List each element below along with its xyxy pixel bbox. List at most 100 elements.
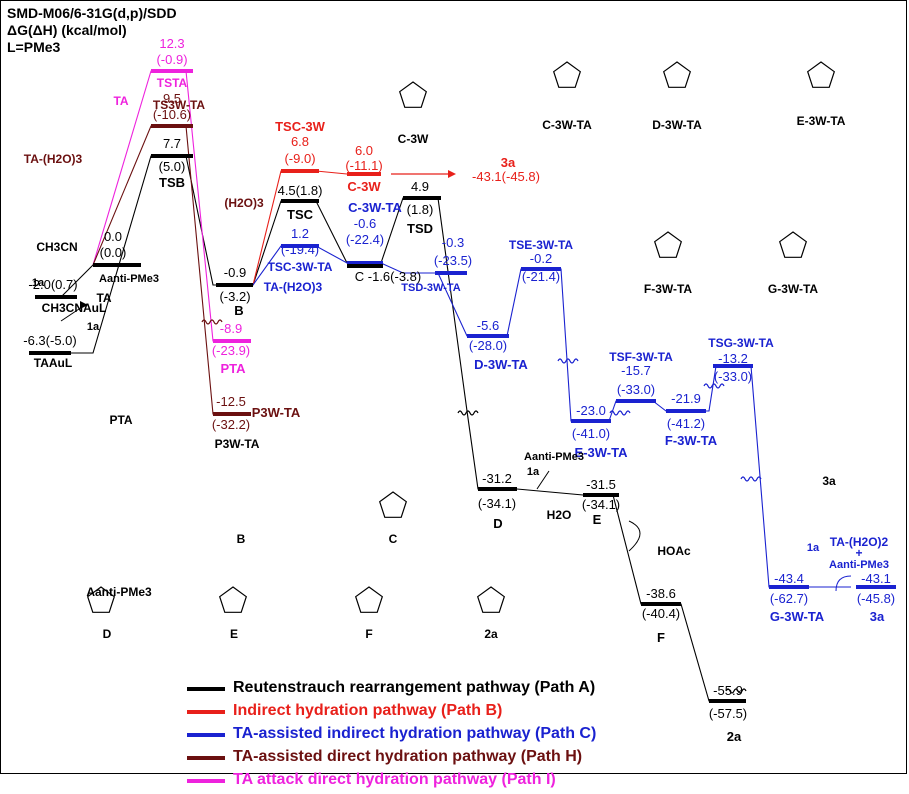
label-ts-g-3w-ta-dg: -13.2 [718, 351, 748, 366]
label-ts-ta-dg: 12.3 [159, 36, 184, 51]
legend-swatch-path-a [187, 687, 225, 691]
label-c-3w-ta-dg: -0.6 [354, 216, 376, 231]
annot-h2o3: (H2O)3 [224, 196, 264, 210]
label-c-energy: C -1.6(-3.8) [355, 269, 421, 284]
energy-label: ΔG(ΔH) (kcal/mol) [7, 22, 127, 38]
label-ts-e-3w-ta-dg: -0.2 [530, 251, 552, 266]
name-2a: 2a [727, 729, 742, 744]
annot-1a-lower: 1a [87, 321, 100, 333]
name-f-3w-ta: F-3W-TA [665, 433, 718, 448]
label-ts-c-3w-dh: (-9.0) [284, 151, 315, 166]
arrow-curve-1a [536, 470, 550, 490]
annot-ta-magenta: TA [113, 94, 128, 108]
structure-label-14: F [365, 627, 372, 641]
structure-ring-9 [354, 586, 384, 613]
structure-ring-5 [778, 231, 808, 258]
annot-1a-black: 1a [527, 466, 540, 478]
annot-ta-h2o3: TA-(H2O)3 [24, 152, 83, 166]
annot-ch3cn: CH3CN [36, 240, 77, 254]
legend-label-path-a: Reutenstrauch rearrangement pathway (Pat… [233, 679, 596, 696]
label-p-ta-dg: -8.9 [220, 321, 242, 336]
structure-label-8: Aanti-PMe3 [86, 585, 152, 599]
name-ts-g-3w-ta: TSG-3W-TA [708, 336, 774, 350]
label-3a-end-dg: -43.1 [861, 571, 891, 586]
label-ts-c-3w-ta-dg: 1.2 [291, 226, 309, 241]
label-ts-d-3w-ta-dh: (-23.5) [434, 253, 472, 268]
name-ts-ta: TSTA [157, 76, 188, 90]
ligand-label: L=PMe3 [7, 39, 61, 55]
label-ts-b-dg: 7.7 [163, 136, 181, 151]
label-e-dh: (-34.1) [582, 497, 620, 512]
structure-label-1: C-3W-TA [542, 118, 592, 132]
label-ts-d-3w-ta-dg: -0.3 [442, 235, 464, 250]
name-g-3w-ta: G-3W-TA [770, 609, 825, 624]
structure-ring-10 [476, 586, 506, 613]
label-2a-dh: (-57.5) [709, 706, 747, 721]
break-2a [725, 688, 747, 694]
label-g-3w-ta-dg: -43.4 [774, 571, 804, 586]
structure-label-6: PTA [109, 413, 132, 427]
annot-ta-h2o3-blue: TA-(H2O)3 [264, 280, 323, 294]
label-c-3w-ta-dh: (-22.4) [346, 232, 384, 247]
label-ts-c-3w-dg: 6.8 [291, 134, 309, 149]
structure-label-7: P3W-TA [215, 437, 260, 451]
label-b-dg: -0.9 [224, 265, 246, 280]
name-ts-c-3w-ta: TSC-3W-TA [268, 260, 333, 274]
label-ts-b-dh: (5.0) [159, 159, 186, 174]
label-c-3w-dh: (-11.1) [345, 158, 382, 173]
label-taaul-energy: -6.3(-5.0) [23, 333, 76, 348]
structure-label-2: D-3W-TA [652, 118, 702, 132]
label-ts-e-3w-ta-dh: (-21.4) [522, 269, 560, 284]
structure-label-13: E [230, 627, 238, 641]
label-f-3w-ta-dh: (-41.2) [667, 416, 705, 431]
annot-ta-black: TA [96, 291, 111, 305]
name-taaul: TAAuL [34, 356, 72, 370]
annot-1a-blue: 1a [807, 542, 820, 554]
label-ts-c-energy: 4.5(1.8) [278, 183, 323, 198]
structure-ring-0 [398, 81, 428, 108]
name-c-3w-ta: C-3W-TA [348, 200, 402, 215]
name-ts-c: TSC [287, 207, 314, 222]
name-ch3cnaul: CH3CNAuL [42, 301, 107, 315]
annot-ta-h2o2: TA-(H2O)2 [830, 535, 889, 549]
name-p-3w-ta: P3W-TA [252, 405, 301, 420]
name-ts-d: TSD [407, 221, 433, 236]
label-f-dh: (-40.4) [642, 606, 680, 621]
name-f: F [657, 630, 665, 645]
name-ts-f-3w-ta: TSF-3W-TA [609, 350, 673, 364]
label-ch3cnaul-energy: -2.0(0.7) [28, 277, 77, 292]
label-ts-d-dg: 4.9 [411, 179, 429, 194]
label-d-3w-ta-dh: (-28.0) [469, 338, 507, 353]
name-e: E [593, 512, 602, 527]
method-label: SMD-M06/6-31G(d,p)/SDD [7, 5, 177, 21]
label-p-ta-dh: (-23.9) [212, 343, 250, 358]
label-ts-f-3w-ta-dh: (-33.0) [617, 382, 655, 397]
arrow-curve-h2o [628, 520, 641, 552]
label-g-3w-ta-dh: (-62.7) [770, 591, 808, 606]
label-b-dh: (-3.2) [219, 289, 250, 304]
legend-swatch-path-c [187, 733, 225, 737]
name-ts-e-3w-ta: TSE-3W-TA [509, 238, 574, 252]
structure-label-10: C [389, 532, 398, 546]
label-d-dg: -31.2 [482, 471, 512, 486]
label-c-3w-dg: 6.0 [355, 143, 373, 158]
legend-label-path-i: TA attack direct hydration pathway (Path… [233, 771, 556, 788]
structure-label-3: E-3W-TA [797, 114, 846, 128]
name-ts-c-3w: TSC-3W [275, 119, 326, 134]
structure-label-0: C-3W [398, 132, 429, 146]
label-ts-g-3w-ta-dh: (-33.0) [714, 369, 752, 384]
legend-swatch-path-b [187, 710, 225, 714]
legend-label-path-c: TA-assisted indirect hydration pathway (… [233, 725, 597, 742]
structure-label-4: F-3W-TA [644, 282, 693, 296]
label-d-3w-ta-dg: -5.6 [477, 318, 499, 333]
arrow-line-ta [60, 304, 86, 322]
name-3a-end: 3a [870, 609, 885, 624]
structure-ring-1 [552, 61, 582, 88]
label-e-3w-ta-dg: -23.0 [576, 403, 606, 418]
name-d-3w-ta: D-3W-TA [474, 357, 528, 372]
name-a-anti: Aanti-PMe3 [99, 273, 159, 285]
break-b-p [201, 319, 223, 325]
break-ts-e [557, 358, 579, 364]
energy-profile-diagram: -6.3(-5.0)-2.0(0.7)0.0(0.0)12.3(-0.9)9.5… [23, 36, 896, 744]
